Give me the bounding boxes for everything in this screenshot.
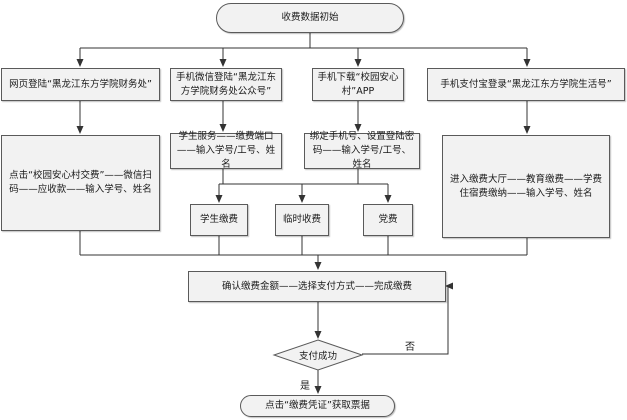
start-node: 收费数据初始 bbox=[216, 3, 404, 33]
channel-app-download: 手机下载“校园安心村”APP bbox=[312, 68, 404, 101]
channel-alipay-step: 进入缴费大厅——教育缴费——学费住宿费缴纳——输入学号、姓名 bbox=[442, 135, 610, 238]
channel-app-step: 绑定手机号、设置登陆密码——输入学号/工号、姓名 bbox=[304, 131, 420, 170]
edge-label-yes: 是 bbox=[300, 381, 310, 392]
fee-type-student: 学生缴费 bbox=[190, 204, 248, 236]
channel-wechat-login: 手机微信登陆“黑龙江东方学院财务处公众号” bbox=[170, 68, 282, 101]
confirm-payment-step: 确认缴费金额——选择支付方式——完成缴费 bbox=[188, 271, 446, 302]
decision-payment-success: 支付成功 bbox=[298, 351, 337, 362]
fee-type-temporary: 临时收费 bbox=[275, 204, 329, 236]
end-node: 点击“缴费凭证”获取票据 bbox=[240, 395, 395, 417]
connector-arrow-no bbox=[362, 286, 449, 355]
channel-wechat-step: 学生服务——缴费端口——输入学号/工号、姓名 bbox=[170, 131, 282, 170]
channel-web-step: 点击“校园安心村交费”——微信扫码——应收款——输入学号、姓名 bbox=[1, 135, 160, 231]
edge-label-no: 否 bbox=[405, 342, 415, 353]
fee-type-party: 党费 bbox=[363, 204, 413, 236]
decision-diamond bbox=[272, 339, 364, 371]
channel-web-login: 网页登陆“黑龙江东方学院财务处” bbox=[1, 68, 160, 101]
channel-alipay-login: 手机支付宝登录“黑龙江东方学院生活号” bbox=[427, 68, 625, 101]
